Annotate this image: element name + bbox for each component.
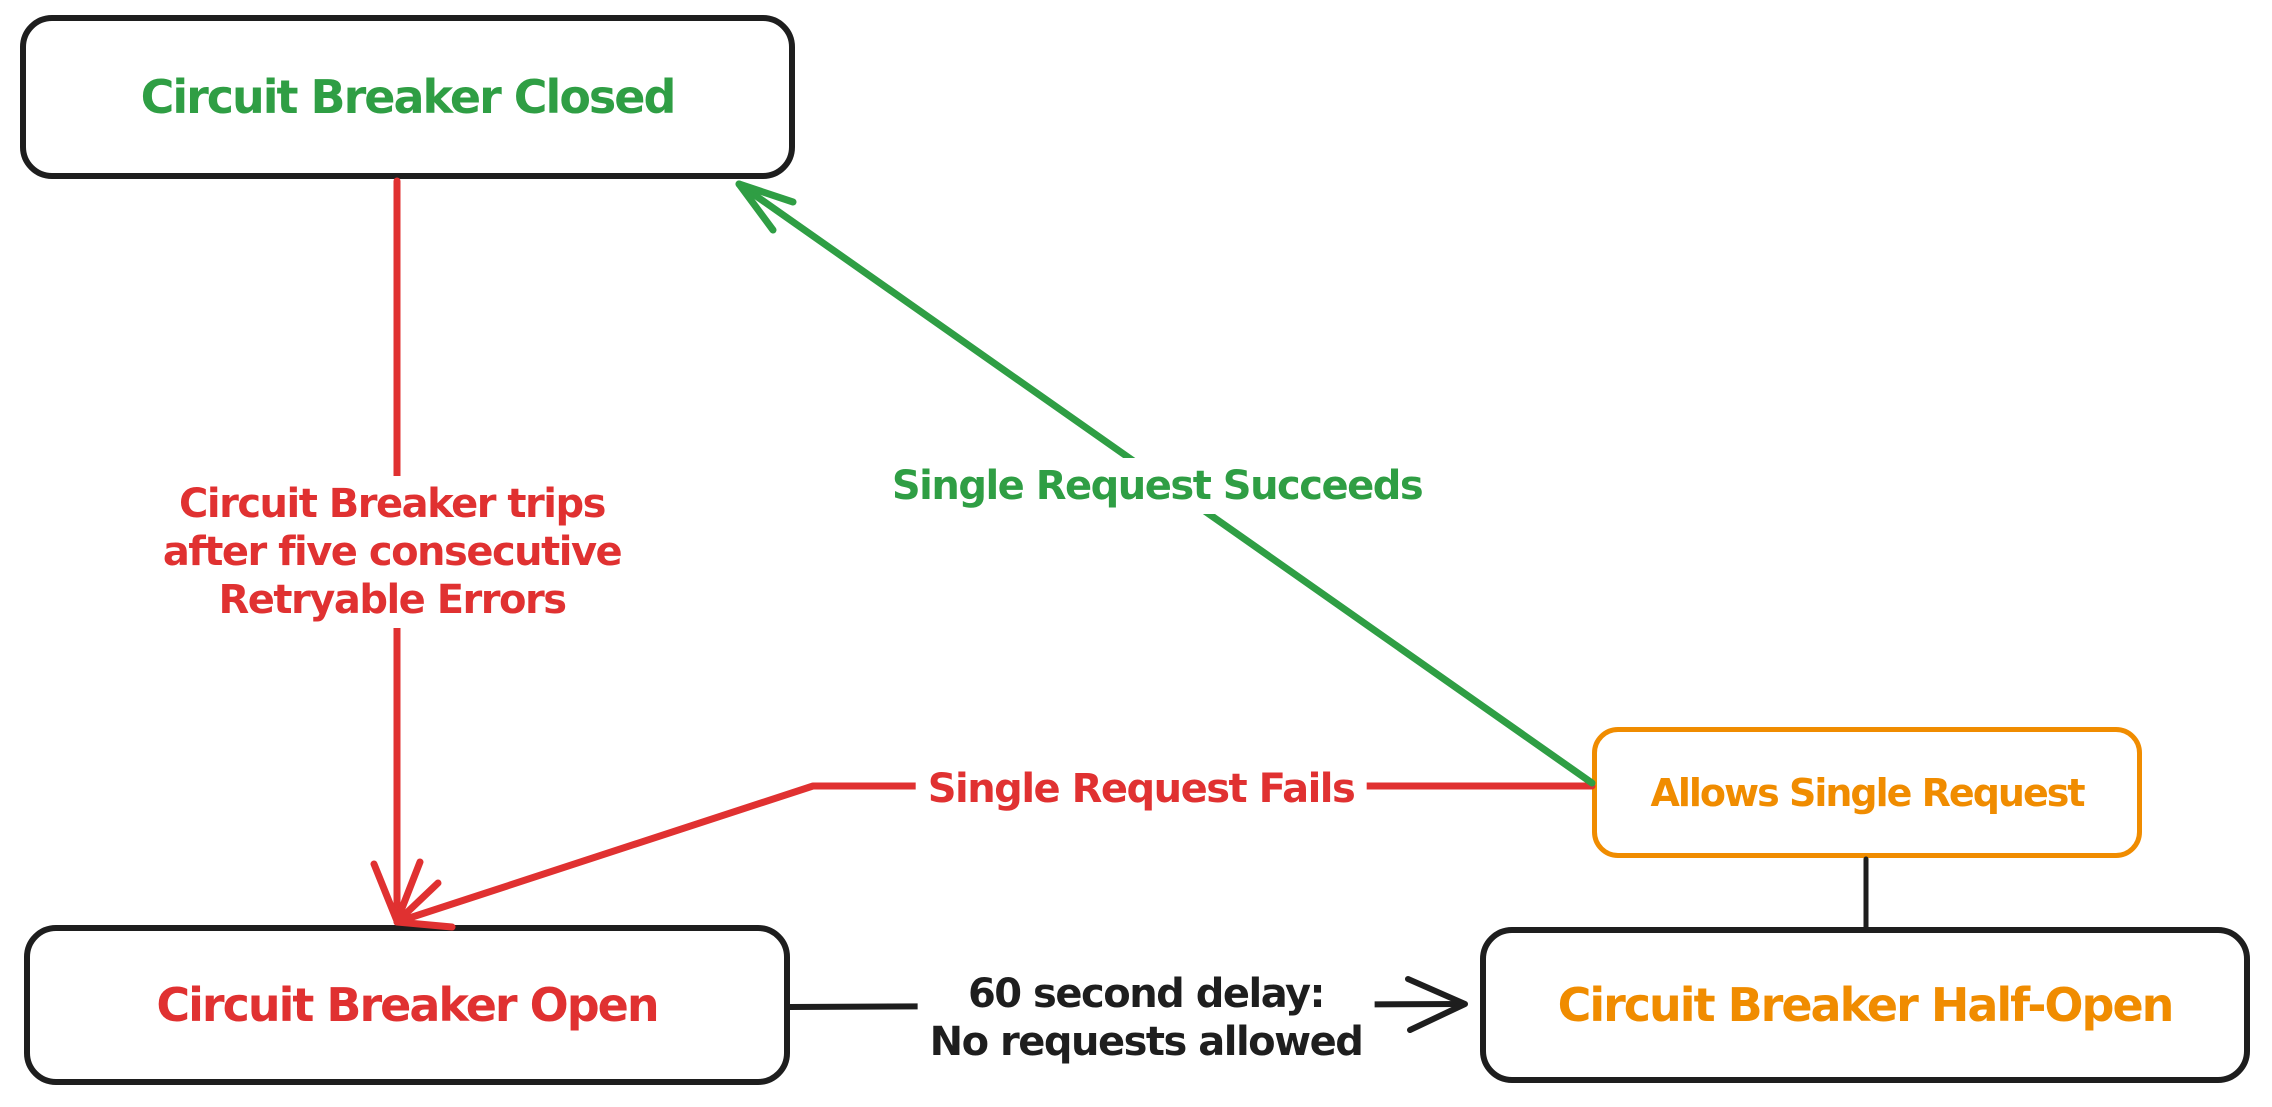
edge-trips-arrowhead bbox=[370, 858, 424, 925]
state-node-half-open: Circuit Breaker Half-Open bbox=[1480, 927, 2250, 1083]
state-node-half-open-label: Circuit Breaker Half-Open bbox=[1557, 978, 2175, 1032]
edge-delay-arrowhead bbox=[1405, 976, 1468, 1033]
state-node-open-label: Circuit Breaker Open bbox=[156, 978, 659, 1032]
state-node-open: Circuit Breaker Open bbox=[24, 925, 790, 1085]
edge-label-single-request-fails: Single Request Fails bbox=[915, 761, 1367, 817]
state-node-closed-label: Circuit Breaker Closed bbox=[140, 70, 677, 124]
edge-label-trips-line1: Circuit Breaker trips bbox=[179, 481, 606, 527]
edge-label-single-request-succeeds: Single Request Succeeds bbox=[879, 458, 1435, 514]
edge-succeeds-arrowhead bbox=[735, 180, 797, 234]
state-node-allows-single-request-label: Allows Single Request bbox=[1650, 770, 2085, 815]
state-node-allows-single-request: Allows Single Request bbox=[1592, 727, 2142, 858]
edge-fails-arrowhead bbox=[393, 879, 456, 931]
state-node-closed: Circuit Breaker Closed bbox=[20, 15, 795, 179]
edge-label-delay: 60 second delay: No requests allowed bbox=[917, 966, 1375, 1070]
edge-label-trips: Circuit Breaker trips after five consecu… bbox=[150, 476, 634, 628]
edge-label-delay-line2: No requests allowed bbox=[929, 1019, 1364, 1065]
edge-label-trips-line2: after five consecutive bbox=[162, 529, 623, 575]
edge-label-delay-line1: 60 second delay: bbox=[967, 971, 1326, 1017]
edge-label-trips-line3: Retryable Errors bbox=[218, 577, 567, 623]
